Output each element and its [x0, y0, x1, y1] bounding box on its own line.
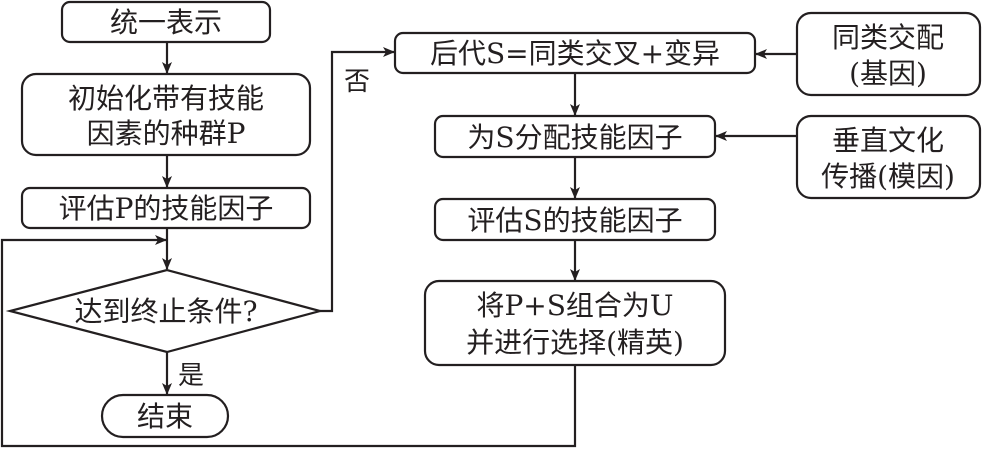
node-mating-text-2: (基因) [849, 57, 927, 90]
node-culture-text-1: 垂直文化 [832, 124, 944, 157]
node-end-text: 结束 [137, 400, 193, 433]
node-evalS: 评估S的技能因子 [433, 197, 717, 242]
node-init: 初始化带有技能 因素的种群P [20, 72, 312, 157]
edge-label-yes: 是 [178, 361, 204, 391]
node-combine: 将P+S组合为U 并进行选择(精英) [423, 279, 727, 367]
node-assign-text: 为S分配技能因子 [467, 121, 682, 154]
node-assign: 为S分配技能因子 [433, 114, 717, 159]
node-combine-text-1: 将P+S组合为U [476, 289, 673, 322]
node-offspring-text: 后代S=同类交叉+变异 [430, 37, 720, 70]
node-init-text-1: 初始化带有技能 [68, 82, 264, 115]
node-unified-text: 统一表示 [110, 6, 222, 39]
node-combine-text-2: 并进行选择(精英) [466, 326, 684, 359]
connectors [0, 42, 797, 448]
node-offspring: 后代S=同类交叉+变异 [393, 31, 757, 75]
node-culture-text-2: 传播(模因) [821, 160, 955, 193]
node-culture: 垂直文化 传播(模因) [795, 114, 982, 200]
node-mating-text-1: 同类交配 [832, 21, 944, 54]
node-evalP-text: 评估P的技能因子 [59, 192, 274, 225]
node-evalS-text: 评估S的技能因子 [467, 204, 682, 237]
node-decision-text: 达到终止条件? [74, 295, 257, 328]
edge-combine-loop [0, 235, 577, 448]
edge-label-no: 否 [344, 67, 370, 97]
node-init-text-2: 因素的种群P [87, 117, 246, 150]
node-unified: 统一表示 [60, 0, 272, 44]
node-evalP: 评估P的技能因子 [20, 186, 312, 230]
node-decision: 达到终止条件? [5, 268, 325, 354]
node-mating: 同类交配 (基因) [795, 11, 982, 97]
edge-decision-offspring [320, 47, 395, 313]
node-end: 结束 [100, 393, 230, 439]
